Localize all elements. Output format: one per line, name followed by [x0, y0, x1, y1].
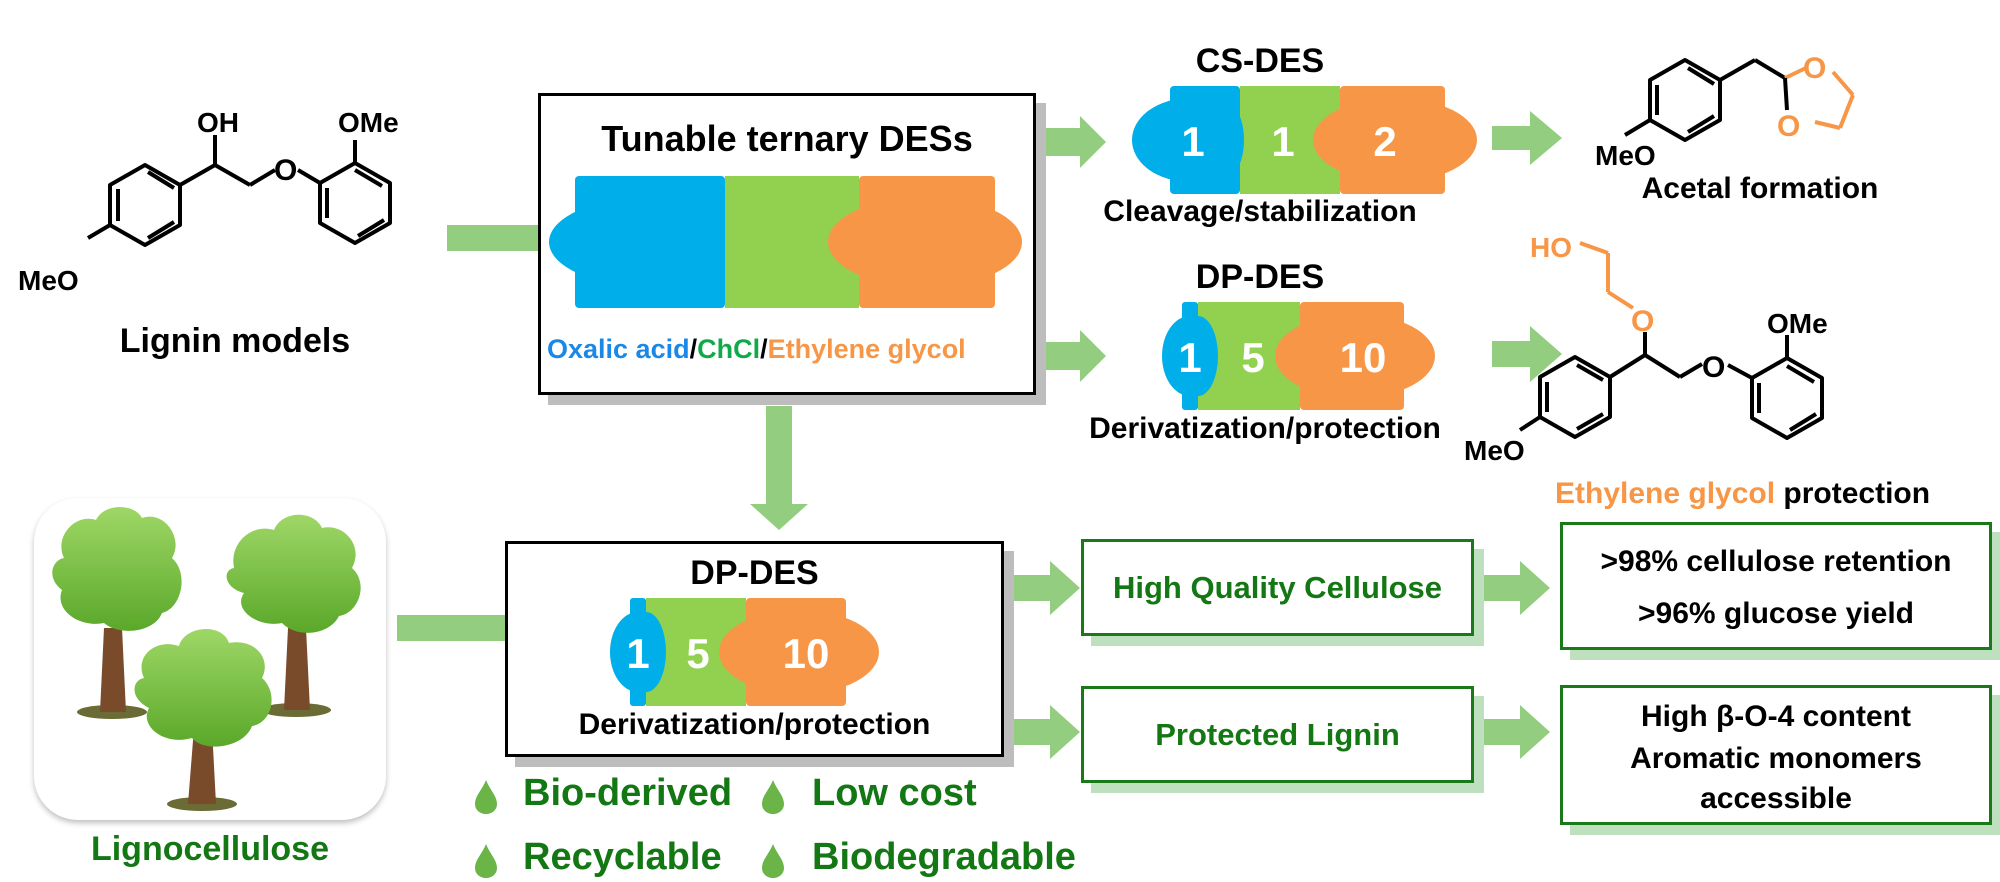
arrow-to-dp-des-top	[1036, 330, 1106, 382]
droplet-icon	[475, 780, 497, 814]
feature-label: Bio-derived	[523, 772, 733, 814]
atom-o: O	[274, 154, 297, 187]
cs-des-pill: 1 1 2	[1132, 86, 1477, 194]
protection-label-rest: protection	[1775, 477, 1931, 510]
tree-right	[226, 514, 361, 717]
dpbox-ratio-oxalic: 1	[626, 630, 649, 677]
separator: /	[760, 334, 768, 364]
feature-label: Recyclable	[523, 836, 722, 878]
arrow-lignin-to-des	[447, 225, 543, 251]
ternary-des-pill	[549, 176, 1022, 308]
arrow-lignocellulose-to-des	[397, 615, 507, 641]
tree-left	[52, 506, 182, 719]
dpbox-glycol-bulge	[719, 610, 879, 694]
separator: /	[689, 334, 698, 364]
protected-atom-o: O	[1702, 351, 1725, 384]
dp-top-ratio-chcl: 5	[1241, 334, 1264, 381]
acetal-structure: O O MeO	[1595, 52, 1855, 171]
dpbox-oxalic-cover	[626, 612, 666, 692]
acetal-formation-label: Acetal formation	[1641, 172, 1879, 205]
cs-ratio-glycol: 2	[1373, 118, 1396, 165]
protected-atom-meo: MeO	[1464, 435, 1525, 466]
droplet-icon	[475, 844, 497, 878]
tunable-des-title: Tunable ternary DESs	[601, 118, 973, 159]
dp-des-box-caption: Derivatization/protection	[578, 708, 931, 741]
component-oxalic-acid: Oxalic acid	[547, 334, 690, 364]
arrow-down-to-dp-des-box	[750, 406, 808, 530]
acetal-atom-o1: O	[1803, 52, 1826, 85]
des-components-label: Oxalic acid/ChCl/Ethylene glycol	[547, 334, 966, 365]
oxalic-acid-bulge	[549, 197, 753, 287]
dpbox-ratio-glycol: 10	[783, 630, 830, 677]
cs-ratio-chcl: 1	[1271, 118, 1294, 165]
protected-atom-ome: OMe	[1767, 308, 1828, 339]
dpbox-ratio-chcl: 5	[686, 630, 709, 677]
atom-ome: OMe	[338, 107, 399, 138]
cs-ratio-oxalic: 1	[1181, 118, 1204, 165]
high-quality-cellulose-box: High Quality Cellulose	[1081, 539, 1474, 636]
trees-icon	[52, 506, 361, 811]
cellulose-retention-result: >98% cellulose retention	[1600, 545, 1952, 578]
aromatic-monomers-result-cont: accessible	[1700, 782, 1852, 815]
component-chcl: ChCl	[697, 334, 761, 364]
arrow-to-cs-des	[1036, 116, 1106, 168]
lignocellulose-label: Lignocellulose	[90, 830, 330, 868]
arrow-to-protected-lignin	[1010, 705, 1080, 759]
dp-top-ratio-oxalic: 1	[1178, 334, 1201, 381]
cs-des-title: CS-DES	[1195, 42, 1325, 80]
cellulose-results-box: >98% cellulose retention >96% glucose yi…	[1560, 522, 1992, 650]
dp-top-ratio-glycol: 10	[1340, 334, 1387, 381]
arrow-to-cellulose-results	[1478, 561, 1550, 615]
atom-meo: MeO	[18, 265, 79, 296]
feature-label: Biodegradable	[812, 836, 1076, 878]
protected-product-structure: HO O O OMe MeO	[1464, 232, 1828, 466]
droplet-icon	[762, 844, 784, 878]
dp-des-box-pill: 1 5 10	[610, 598, 879, 706]
feature-label: Low cost	[812, 772, 977, 814]
atom-oh: OH	[197, 107, 239, 138]
cs-des-caption: Cleavage/stabilization	[1103, 195, 1417, 228]
arrow-to-cellulose	[1010, 561, 1080, 615]
high-quality-cellulose-label: High Quality Cellulose	[1113, 570, 1442, 605]
dp-des-top-caption: Derivatization/protection	[1089, 412, 1441, 445]
dp-des-box-title: DP-DES	[690, 554, 819, 592]
ethylene-glycol-protection-label: Ethylene glycol protection	[1555, 477, 1930, 511]
dp-des-top-pill: 1 5 10	[1162, 302, 1435, 410]
protection-label-colored: Ethylene glycol	[1555, 477, 1776, 510]
tree-middle	[134, 629, 272, 811]
cs-oxalic-bulge-right	[1196, 98, 1244, 182]
protected-lignin-box: Protected Lignin	[1081, 686, 1474, 783]
acetal-atom-o2: O	[1777, 110, 1800, 143]
protected-atom-o-glycol: O	[1631, 305, 1654, 338]
beta-o-4-result: High β-O-4 content	[1641, 700, 1911, 733]
lignin-models-label: Lignin models	[119, 322, 351, 360]
lignin-results-box: High β-O-4 content Aromatic monomers acc…	[1560, 685, 1992, 825]
cs-glycol-bulge	[1313, 98, 1477, 182]
arrow-to-protected-product	[1492, 326, 1562, 382]
protected-atom-ho: HO	[1530, 232, 1572, 263]
acetal-atom-meo: MeO	[1595, 140, 1656, 171]
droplet-icon	[762, 780, 784, 814]
arrow-to-lignin-results	[1478, 705, 1550, 759]
aromatic-monomers-result: Aromatic monomers	[1630, 742, 1922, 775]
dp-glycol-bulge	[1275, 314, 1435, 398]
dp-oxalic-cover	[1178, 316, 1218, 396]
protected-lignin-label: Protected Lignin	[1155, 717, 1400, 752]
tunable-des-box: Tunable ternary DESs Oxalic acid/ChCl/Et…	[538, 93, 1036, 395]
dp-des-top-title: DP-DES	[1195, 258, 1325, 296]
glucose-yield-result: >96% glucose yield	[1638, 597, 1914, 630]
dp-des-box: DP-DES 1 5 10 Derivatization/protection	[505, 541, 1004, 757]
lignin-model-structure: OH OMe O MeO	[18, 107, 399, 296]
arrow-to-acetal	[1492, 111, 1562, 165]
ethylene-glycol-bulge	[828, 197, 1022, 287]
component-ethylene-glycol: Ethylene glycol	[767, 334, 966, 364]
